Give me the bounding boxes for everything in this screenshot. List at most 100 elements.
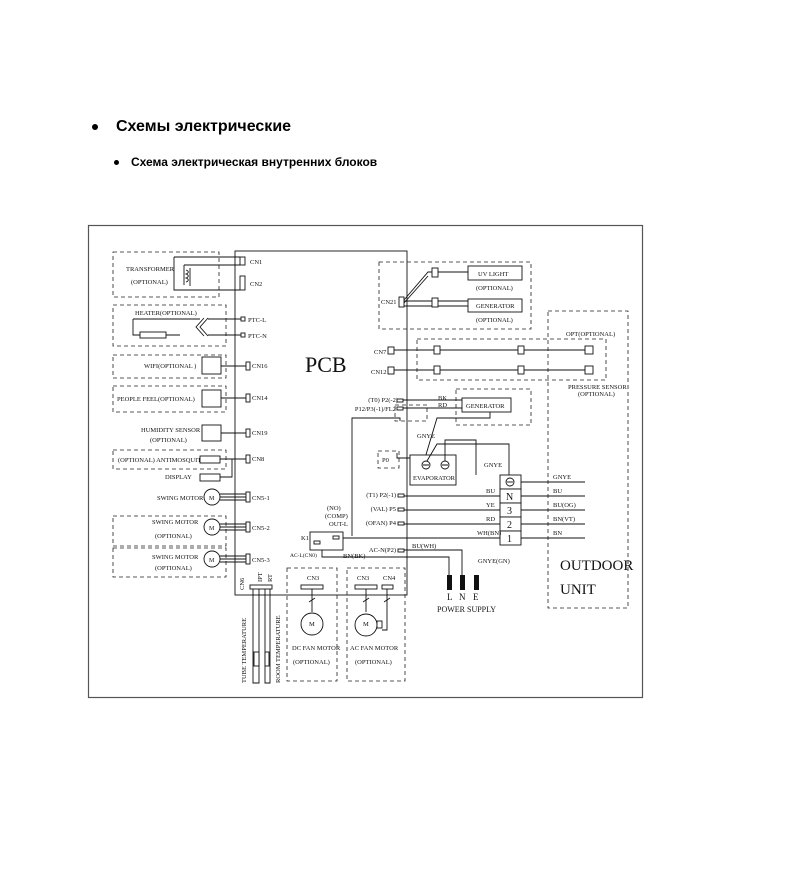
- diagram-shape: [249, 584, 273, 590]
- diagram-shape: [112, 304, 227, 347]
- terminal-block: N 3 2 1 GNYE BU BU(OG) BN(VT) BN BU YE R…: [477, 474, 585, 546]
- dc-fan-motor-group: CN3 M DC FAN MOTOR (OPTIONAL): [286, 567, 341, 682]
- diagram-label: DC FAN MOTOR: [292, 645, 341, 652]
- diagram-label: GNYE: [417, 433, 435, 440]
- power-supply: L N E POWER SUPPLY: [437, 575, 496, 614]
- diagram-shape: [416, 338, 607, 381]
- diagram-label: K1: [301, 535, 309, 542]
- diagram-label: (OPTIONAL) ANTIMOSQUITO: [118, 457, 206, 464]
- diagram-label: WIFI(OPTIONAL ): [144, 363, 196, 370]
- diagram-shape: [112, 449, 227, 470]
- diagram-label: AC FAN MOTOR: [350, 645, 399, 652]
- diagram-label: BN: [553, 530, 562, 537]
- diagram-shape: [173, 256, 240, 291]
- humidity-sensor-group: HUMIDITY SENSOR (OPTIONAL) CN19: [141, 424, 268, 444]
- diagram-label: GNYE: [484, 462, 502, 469]
- diagram-shape: [376, 620, 383, 629]
- diagram-label: CN5-2: [252, 525, 270, 532]
- diagram-label: P12/P3(-1)/FL2: [355, 406, 396, 413]
- diagram-shape: [397, 548, 405, 553]
- diagram-label: CN16: [252, 363, 268, 370]
- diagram-shape: [394, 349, 585, 371]
- diagram-label: (OPTIONAL): [293, 659, 330, 666]
- diagram-shape: [397, 507, 405, 512]
- diagram-label: PTC-L: [248, 317, 266, 324]
- diagram-shape: [423, 439, 510, 475]
- diagram-label: OUTDOOR: [560, 558, 633, 574]
- diagram-shape: [397, 521, 405, 526]
- heater-element-icon: [139, 331, 167, 339]
- diagram-label: BU(OG): [553, 502, 576, 509]
- diagram-shape: [362, 589, 391, 631]
- diagram-shape: [245, 454, 251, 464]
- diagram-shape: [313, 540, 321, 545]
- diagram-label: BU: [553, 488, 562, 495]
- diagram-label: SWING MOTOR: [152, 554, 199, 561]
- diagram-shape: [286, 567, 338, 682]
- diagram-label: EVAPORATOR: [413, 475, 456, 482]
- diagram-label: (COMP): [325, 513, 348, 520]
- diagram-label: CN5-1: [252, 495, 270, 502]
- diagram-shape: [517, 365, 525, 375]
- diagram-label: CN12: [371, 369, 387, 376]
- diagram-label: GNYE: [553, 474, 571, 481]
- diagram-shape: [264, 651, 270, 667]
- diagram-label: GENERATOR: [466, 403, 505, 410]
- diagram-label: 2: [507, 520, 512, 531]
- diagram-label: PEOPLE FEEL(OPTIONAL): [117, 396, 195, 403]
- diagram-label: POWER SUPPLY: [437, 605, 496, 614]
- diagram-shape: [346, 567, 406, 682]
- cn21-optional-group: CN21 UV LIGHT (OPTIONAL) GENERATOR (OPTI…: [378, 261, 532, 330]
- diagram-label: CN7: [374, 349, 387, 356]
- diagram-shape: [433, 365, 441, 375]
- diagram-label: (OPTIONAL): [476, 285, 513, 292]
- diagram-shape: [112, 547, 227, 578]
- temperature-sensors: CN6 IPT RT TUBE TEMPERATURE ROOM TEMPERA…: [239, 572, 282, 684]
- diagram-shape: [300, 612, 324, 636]
- diagram-shape: [409, 454, 457, 486]
- swing-motor-2: SWING MOTOR (OPTIONAL) M CN5-2: [112, 515, 270, 547]
- diagram-label: AC-N(P2): [369, 547, 396, 554]
- diagram-shape: [461, 397, 512, 413]
- diagram-label: (T1) P2(-1): [366, 492, 396, 499]
- diagram-label: (T0) P2(-2): [368, 397, 398, 404]
- diagram-shape: [377, 450, 400, 469]
- diagram-shape: [245, 553, 251, 565]
- diagram-label: (OPTIONAL): [155, 565, 192, 572]
- diagram-label: CN19: [252, 430, 268, 437]
- diagram-shape: [239, 275, 246, 291]
- diagram-shape: [547, 310, 629, 609]
- ac-fan-motor-group: CN3 CN4 M AC FAN MOTOR (OPTIONAL): [346, 567, 406, 682]
- diagram-label: OPT(OPTIONAL): [566, 331, 615, 338]
- diagram-shape: [253, 651, 260, 667]
- diagram-label: L: [447, 592, 453, 602]
- diagram-label: HUMIDITY SENSOR: [141, 427, 201, 434]
- diagram-shape: [474, 575, 479, 590]
- diagram-shape: [521, 481, 585, 539]
- diagram-shape: [220, 555, 246, 563]
- diagram-label: E: [473, 592, 479, 602]
- diagram-shape: [431, 267, 439, 278]
- pcb-label: PCB: [305, 352, 347, 377]
- diagram-label: N: [459, 592, 466, 602]
- diagram-label: SWING MOTOR: [152, 519, 199, 526]
- diagram-shape: [199, 473, 221, 482]
- diagram-label: DISPLAY: [165, 474, 192, 481]
- diagram-label: UNIT: [560, 582, 596, 598]
- diagram-shape: [397, 493, 405, 498]
- diagram-shape: [245, 393, 251, 403]
- diagram-shape: [403, 271, 468, 307]
- diagram-label: RD: [486, 516, 495, 523]
- diagram-label: M: [363, 621, 369, 628]
- diagram-label: (VAL) P5: [371, 506, 396, 513]
- diagram-label: M: [209, 496, 215, 502]
- diagram-label: 3: [507, 506, 512, 517]
- diagram-label: (OPTIONAL): [131, 279, 168, 286]
- diagram-label: CN3: [307, 575, 319, 582]
- diagram-label: TRANSFORMER: [126, 266, 175, 273]
- diagram-shape: [300, 584, 324, 590]
- diagram-label: PRESSURE SENSOR: [568, 384, 627, 391]
- diagram-label: (NO): [327, 505, 341, 512]
- diagram-shape: [584, 365, 594, 375]
- diagram-label: AC-L(CN0): [290, 552, 317, 559]
